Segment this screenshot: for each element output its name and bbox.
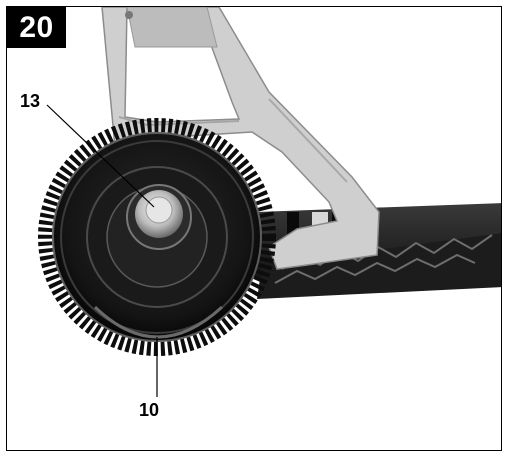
wheel-assembly-photo xyxy=(38,7,501,397)
figure-frame: 20 13 10 xyxy=(6,6,502,451)
wheel-hub xyxy=(126,184,192,250)
leader-line-13 xyxy=(46,104,155,208)
callout-10-label: 10 xyxy=(139,400,160,420)
callout-13-label: 13 xyxy=(20,91,41,111)
figure-number-badge: 20 xyxy=(7,7,66,48)
